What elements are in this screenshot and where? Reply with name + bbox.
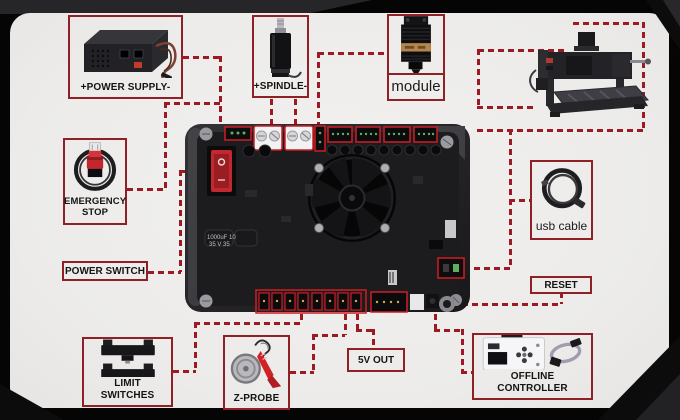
dashed-connector <box>318 52 387 55</box>
dashed-connector <box>356 314 359 330</box>
dashed-connector <box>317 52 320 134</box>
right-edge-connector <box>437 257 465 279</box>
dashed-connector <box>434 314 437 330</box>
dashed-connector <box>219 56 222 128</box>
dashed-connector <box>461 329 464 372</box>
sticker <box>445 220 456 238</box>
dashed-connector <box>148 271 181 274</box>
dashed-connector <box>194 322 302 325</box>
dashed-connector <box>300 314 303 323</box>
five-v-out-label: 5V OUT <box>357 354 395 366</box>
dashed-connector <box>452 303 562 306</box>
offline-controller-image <box>474 335 591 370</box>
dashed-connector <box>290 371 314 374</box>
dashed-connector <box>477 106 533 109</box>
usb-cable-image <box>532 162 591 218</box>
dashed-connector <box>560 292 563 304</box>
dashed-connector <box>461 371 473 374</box>
controller-board: 1000uF 10 35 V 35 <box>185 120 470 320</box>
emergency-stop-image <box>65 140 125 196</box>
dashed-connector <box>509 129 512 268</box>
z-probe-box: Z-PROBE <box>223 335 290 410</box>
bulk-capacitors: 1000uF 10 35 V 35 <box>204 229 258 248</box>
board-power-rocker-switch <box>207 146 236 196</box>
offline-controller-box: OFFLINE CONTROLLER <box>472 333 593 400</box>
offline-controller-label: OFFLINE CONTROLLER <box>497 371 568 394</box>
reset-tag: RESET <box>530 276 592 294</box>
mounting-screws <box>199 127 462 308</box>
dashed-connector <box>127 188 166 191</box>
dashed-connector <box>478 49 567 52</box>
dashed-connector <box>312 334 315 372</box>
usb-port <box>410 294 424 310</box>
dashed-connector <box>477 129 644 132</box>
power-switch-label: POWER SWITCH <box>65 265 145 277</box>
laser-module-label: module <box>389 73 443 99</box>
dashed-connector <box>294 99 297 125</box>
cap-marking-2: 35 V 35 <box>209 242 230 248</box>
limit-switches-box: LIMIT SWITCHES <box>82 337 173 407</box>
dashed-connector <box>477 49 480 107</box>
dashed-connector <box>312 334 345 337</box>
reset-label: RESET <box>544 279 578 291</box>
power-switch-tag: POWER SWITCH <box>62 261 148 281</box>
emergency-stop-label: EMERGENCY STOP <box>64 196 127 219</box>
dashed-connector <box>164 102 220 105</box>
five-v-out-tag: 5V OUT <box>347 348 405 372</box>
cnc-machine-image <box>516 30 654 127</box>
power-in-connector <box>224 126 252 141</box>
spindle-terminal-blocks <box>253 125 314 151</box>
cooling-fan <box>308 154 396 242</box>
spindle-label: +SPINDLE- <box>253 80 308 92</box>
power-supply-box: +POWER SUPPLY- <box>68 15 183 99</box>
emergency-stop-box: EMERGENCY STOP <box>63 138 127 225</box>
dashed-connector <box>183 56 221 59</box>
cap-marking-1: 1000uF 10 <box>207 235 236 241</box>
dashed-connector <box>194 322 197 371</box>
dashed-connector <box>509 199 531 202</box>
dashed-connector <box>179 170 182 272</box>
dashed-connector <box>642 22 645 130</box>
dashed-connector <box>356 329 374 332</box>
limit-switches-image <box>84 339 171 377</box>
usb-cable-label: usb cable <box>535 219 588 233</box>
dashed-connector <box>164 102 167 190</box>
spindle-box: +SPINDLE- <box>252 15 309 98</box>
limit-switches-label: LIMIT SWITCHES <box>100 378 155 401</box>
laser-connector <box>314 125 326 152</box>
dashed-connector <box>464 267 511 270</box>
laser-module-image <box>389 16 443 73</box>
dashed-connector <box>434 329 463 332</box>
usb-cable-box: usb cable <box>530 160 593 240</box>
dashed-connector <box>372 329 375 349</box>
power-supply-image <box>70 17 181 81</box>
stepper-motor-connectors <box>327 126 438 143</box>
dashed-connector <box>344 314 347 335</box>
bottom-pin-headers <box>255 289 408 314</box>
z-probe-label: Z-PROBE <box>233 392 280 404</box>
dashed-connector <box>173 370 196 373</box>
spindle-image <box>254 17 307 80</box>
dashed-connector <box>573 22 643 25</box>
power-supply-label: +POWER SUPPLY- <box>80 81 171 93</box>
dashed-connector <box>270 99 273 125</box>
capacitors <box>242 144 442 158</box>
z-probe-image <box>225 337 288 392</box>
laser-module-box: module <box>387 14 445 101</box>
